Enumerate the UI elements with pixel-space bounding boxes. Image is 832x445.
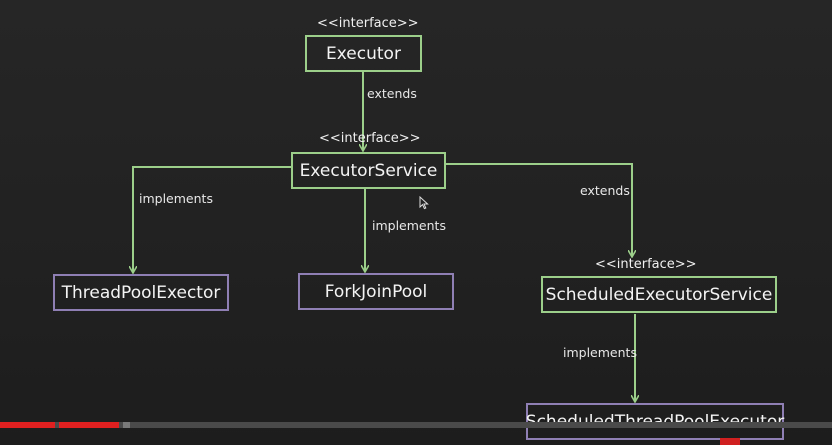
executorservice-label: ExecutorService — [299, 160, 438, 181]
forkjoinpool-node: ForkJoinPool — [298, 273, 454, 310]
edge-label-extends-executor: extends — [367, 86, 417, 101]
progress-played-segment — [59, 422, 119, 428]
forkjoinpool-label: ForkJoinPool — [324, 281, 428, 302]
edge-label-implements-forkjoin: implements — [372, 218, 446, 233]
threadpoolexector-node: ThreadPoolExector — [53, 274, 229, 311]
threadpoolexector-label: ThreadPoolExector — [61, 282, 221, 303]
video-progress-bar[interactable] — [0, 422, 832, 428]
progress-buffered — [123, 422, 130, 428]
executorservice-stereotype: <<interface>> — [319, 131, 421, 146]
edge-executorservice-to-threadpoolexector — [133, 166, 291, 272]
scheduledexecutorservice-label: ScheduledExecutorService — [545, 284, 773, 305]
progress-played — [0, 422, 55, 428]
executorservice-node: ExecutorService — [291, 152, 446, 189]
executor-stereotype: <<interface>> — [317, 16, 419, 31]
executor-label: Executor — [326, 43, 401, 64]
edge-label-implements-threadpool: implements — [139, 191, 213, 206]
scheduledexecutorservice-node: ScheduledExecutorService — [541, 276, 777, 313]
hd-badge-icon — [720, 438, 740, 445]
mouse-cursor-icon — [419, 196, 429, 210]
scheduledexecutorservice-stereotype: <<interface>> — [595, 257, 697, 272]
executor-node: Executor — [305, 35, 422, 72]
progress-track — [0, 422, 832, 428]
edge-executorservice-to-scheduledexecutorservice — [445, 163, 632, 256]
edge-label-implements-stpe: implements — [563, 345, 637, 360]
edge-label-extends-scheduled: extends — [580, 183, 630, 198]
